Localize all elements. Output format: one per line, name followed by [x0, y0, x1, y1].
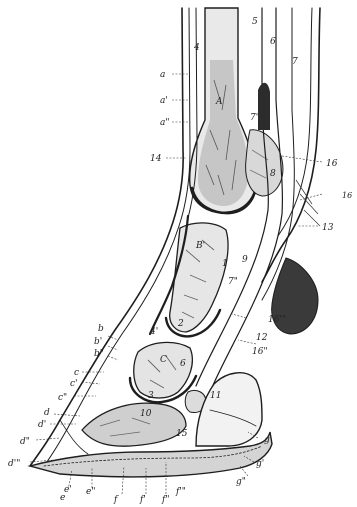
label-A: A [215, 97, 223, 107]
label-16a: 16 [326, 159, 338, 169]
cannon-bone [190, 8, 257, 213]
label-9: 9 [242, 255, 248, 265]
label-b2: b" [94, 349, 104, 359]
label-7b: 7" [228, 277, 238, 287]
label-15: 15 [176, 429, 188, 439]
label-7: 7 [292, 57, 298, 67]
label-g2: g" [236, 477, 246, 487]
label-16b: 16 [342, 191, 352, 200]
label-d1: d' [38, 420, 46, 430]
label-12: 12 [256, 333, 268, 343]
label-g: g [264, 435, 270, 445]
long-pastern-bone [166, 223, 228, 336]
label-b: b [98, 324, 104, 334]
label-13: 13 [322, 223, 334, 233]
label-g1: g' [256, 459, 264, 469]
label-b1: b' [94, 337, 102, 347]
label-14: 14 [150, 154, 162, 164]
label-4: 4 [193, 43, 200, 53]
label-f2: f" [161, 495, 169, 505]
label-4a: 4' [149, 327, 158, 337]
label-10: 10 [140, 409, 152, 419]
label-f1: f' [139, 495, 146, 505]
label-6b: 6 [180, 359, 186, 369]
coffin-bone [82, 403, 186, 446]
label-16c: 16'" [268, 315, 286, 325]
label-c: c [74, 368, 79, 378]
label-e1: e' [64, 485, 72, 495]
label-5: 5 [252, 17, 258, 27]
label-2: 2 [177, 319, 184, 329]
label-B: B' [195, 241, 205, 251]
label-c1: c' [70, 379, 78, 389]
label-7a: 7' [250, 113, 258, 123]
heel-bulb [196, 373, 262, 446]
label-8: 8 [270, 169, 276, 179]
label-1: 1 [222, 259, 228, 269]
label-16d: 16" [252, 347, 268, 357]
label-6: 6 [270, 37, 276, 47]
label-C: C [160, 355, 167, 365]
label-11: 11 [210, 391, 221, 401]
label-f: f [113, 495, 119, 505]
label-e2: e" [86, 487, 95, 497]
label-a2: a" [160, 118, 170, 128]
label-a1: a' [160, 96, 168, 106]
label-c2: c" [58, 393, 67, 403]
label-d3: d'" [8, 459, 20, 469]
label-d: d [44, 408, 50, 418]
short-pastern-bone [130, 342, 196, 402]
label-f3: f'" [175, 487, 186, 497]
label-a: a [160, 70, 165, 80]
label-d2: d" [20, 437, 30, 447]
label-3: 3 [148, 391, 154, 401]
